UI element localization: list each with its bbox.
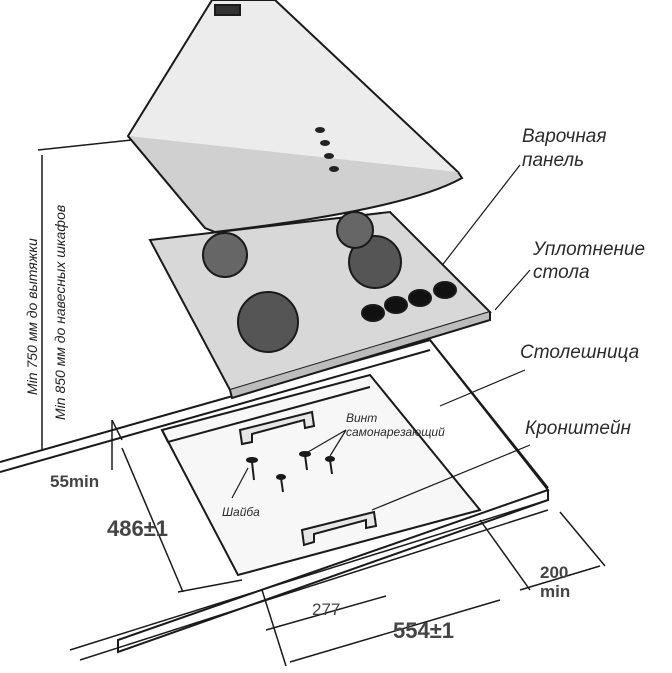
rear-gap-unit: min xyxy=(540,582,571,601)
range-hood xyxy=(126,0,464,234)
cabinet-min-distance: Min 850 мм до навесных шкафов xyxy=(52,204,68,420)
width-dimension: 554±1 xyxy=(393,618,455,643)
countertop-cutout xyxy=(160,373,482,577)
cooktop xyxy=(148,210,492,400)
side-gap-dimension: 55min xyxy=(50,472,100,491)
seal-label-2: стола xyxy=(533,262,590,283)
screw-label-1: Винт xyxy=(346,411,378,425)
bracket-span-dimension: 277 xyxy=(312,600,341,619)
screw-label-2: самонарезающий xyxy=(346,425,445,439)
hob-label-1: Варочная xyxy=(522,126,607,147)
screws xyxy=(246,451,335,493)
dimension-lines xyxy=(41,155,606,667)
hob-label-2: панель xyxy=(522,150,585,171)
hood-buttons xyxy=(315,127,339,172)
bracket-front xyxy=(300,510,378,547)
bracket-rear xyxy=(238,410,316,446)
bracket-label: Кронштейн xyxy=(525,418,631,439)
depth-dimension: 486±1 xyxy=(107,516,169,541)
control-knobs xyxy=(361,281,457,322)
rear-gap-value: 200 xyxy=(540,563,569,582)
wall-line xyxy=(37,139,133,151)
seal-label-1: Уплотнение xyxy=(533,239,646,260)
leader-lines xyxy=(231,164,531,511)
countertop xyxy=(0,338,550,661)
washer-label: Шайба xyxy=(222,505,260,519)
hood-min-distance: Min 750 мм до вытяжки xyxy=(24,238,40,395)
countertop-label: Столешница xyxy=(520,342,640,363)
